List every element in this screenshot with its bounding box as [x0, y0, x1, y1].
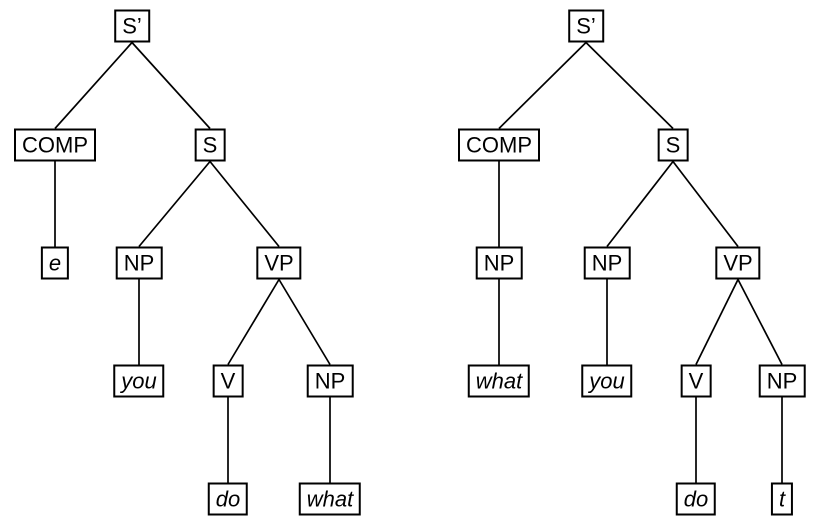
left-tree-node-you: you	[113, 364, 165, 398]
right-tree-node-v: V	[680, 364, 712, 398]
left-tree-node-what: what	[298, 482, 362, 516]
right-tree-edge-vp-v	[695, 279, 739, 365]
left-tree-node-e: e	[40, 246, 70, 280]
right-tree-node-np-comp: NP	[475, 246, 523, 280]
left-tree-node-np-obj: NP	[306, 364, 354, 398]
right-tree-node-what: what	[467, 364, 531, 398]
left-tree-node-comp: COMP	[14, 128, 96, 162]
left-tree-node-do: do	[207, 482, 249, 516]
right-tree-node-do: do	[675, 482, 717, 516]
left-tree-edge-s-vp	[209, 160, 280, 248]
left-tree-edge-s-np-subj	[138, 160, 211, 248]
right-tree-edge-s-bar-comp	[498, 41, 587, 130]
left-tree-node-vp: VP	[256, 246, 302, 280]
right-tree-node-you: you	[581, 364, 633, 398]
right-tree-node-np-obj: NP	[758, 364, 806, 398]
left-tree-edge-vp-v	[227, 279, 280, 365]
right-tree-edge-vp-np-obj	[737, 279, 783, 365]
left-tree-edge-vp-np-obj	[278, 279, 331, 365]
right-tree-node-t: t	[770, 482, 794, 516]
right-tree-edge-s-vp	[672, 160, 739, 248]
right-tree-edge-s-bar-s	[585, 41, 674, 130]
right-tree-node-comp: COMP	[458, 128, 540, 162]
right-tree-node-s: S	[657, 128, 689, 162]
left-tree-edge-s-bar-comp	[54, 41, 133, 130]
left-tree-node-np-subj: NP	[115, 246, 163, 280]
left-tree-node-s-bar: S’	[114, 9, 150, 43]
right-tree-node-np-subj: NP	[583, 246, 631, 280]
left-tree-node-v: V	[212, 364, 244, 398]
right-tree-edge-s-np-subj	[606, 160, 674, 248]
left-tree-edge-s-bar-s	[131, 41, 211, 130]
right-tree-node-s-bar: S’	[568, 9, 604, 43]
right-tree-node-vp: VP	[715, 246, 761, 280]
left-tree-node-s: S	[194, 128, 226, 162]
